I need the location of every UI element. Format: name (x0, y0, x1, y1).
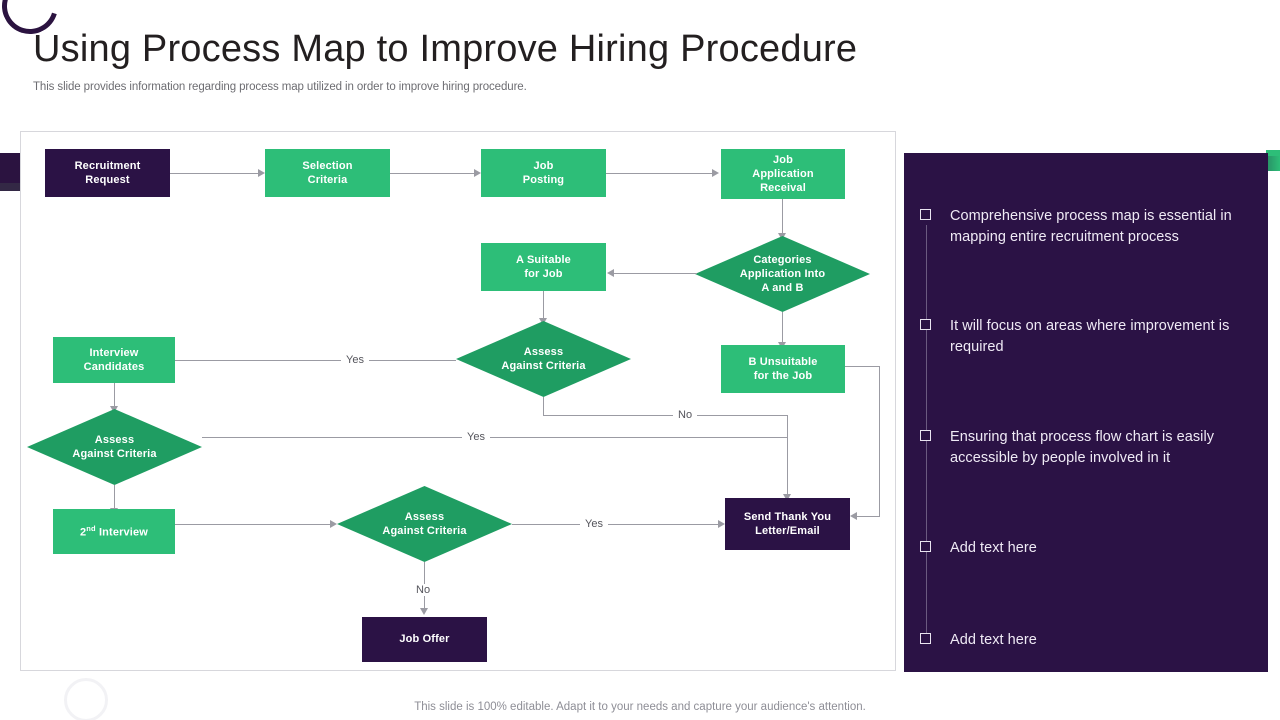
node-label-line: B Unsuitable (748, 355, 818, 368)
list-item-label: Add text here (950, 540, 1037, 556)
edge-categories-to-a-suitable (614, 273, 697, 274)
edge-second-interview-to-assess3 (175, 524, 330, 525)
node-label-line: Criteria (307, 174, 348, 186)
node-label-line: A Suitable (516, 253, 571, 266)
node-assess-against-criteria-2[interactable]: Assess Against Criteria (456, 321, 631, 397)
node-label-line: Interview (89, 346, 139, 359)
edge-b-unsuitable-down (879, 366, 880, 516)
edge-selection-to-posting (390, 173, 474, 174)
node-label-line: Job Offer (399, 633, 450, 646)
node-label-line: Receival (760, 182, 806, 195)
list-item[interactable]: Add text here (920, 538, 1250, 559)
node-label-line: Send Thank You (743, 510, 832, 523)
arrow-head (718, 520, 725, 528)
edge-assess2-no-stub (543, 397, 544, 415)
node-label-line: Letter/Email (755, 525, 820, 537)
node-label-line: for the Job (753, 370, 813, 382)
node-label-line: Posting (522, 174, 565, 186)
node-label-line: Application Into (739, 267, 826, 280)
checkbox-icon[interactable] (920, 209, 931, 220)
arrow-head (474, 169, 481, 177)
node-label-line: A and B (761, 282, 804, 295)
edge-recruitment-to-selection (170, 173, 258, 174)
node-assess-against-criteria-1[interactable]: Assess Against Criteria (27, 409, 202, 485)
arrow-head (330, 520, 337, 528)
node-recruitment-request[interactable]: Recruitment Request (45, 149, 170, 197)
node-label-line: Request (85, 174, 130, 186)
edge-assess1-to-second-interview (114, 485, 115, 510)
arrow-head (783, 494, 791, 501)
node-categories-application[interactable]: Categories Application Into A and B (695, 236, 870, 312)
node-interview-candidates[interactable]: Interview Candidates (53, 337, 175, 383)
list-item[interactable]: It will focus on areas where improvement… (920, 316, 1250, 357)
edge-assess2-no-down (787, 415, 788, 496)
key-insights-panel (904, 153, 1268, 672)
checkbox-icon[interactable] (920, 541, 931, 552)
page-subtitle: This slide provides information regardin… (33, 81, 527, 93)
arrow-head (607, 269, 614, 277)
edge-interview-to-assess1 (114, 383, 115, 408)
checkbox-icon[interactable] (920, 430, 931, 441)
list-item[interactable]: Ensuring that process flow chart is easi… (920, 427, 1250, 468)
node-label-line: Application (752, 167, 814, 180)
edge-categories-to-b-unsuitable (782, 312, 783, 344)
list-item-label: Add text here (950, 632, 1037, 648)
edge-b-unsuitable-right (845, 366, 880, 367)
arrow-head (258, 169, 265, 177)
node-label-line: Selection (302, 159, 353, 172)
node-label-line: for Job (524, 268, 563, 280)
node-label-line: Against Criteria (72, 448, 157, 460)
node-label-line: Against Criteria (382, 525, 467, 537)
node-label-line: Assess (94, 433, 135, 446)
edge-assess2-no-horizontal (543, 415, 788, 416)
edge-label-yes-assess3: Yes (580, 518, 608, 530)
edge-label-yes-assess1: Yes (462, 431, 490, 443)
edge-label-no-assess2: No (673, 409, 698, 421)
edge-assess1-yes-horizontal (202, 437, 788, 438)
node-selection-criteria[interactable]: Selection Criteria (265, 149, 390, 197)
node-b-unsuitable-for-job[interactable]: B Unsuitable for the Job (721, 345, 845, 393)
node-send-thank-you[interactable]: Send Thank You Letter/Email (725, 498, 850, 550)
node-job-application-receival[interactable]: Job Application Receival (721, 149, 845, 199)
process-map-panel: Recruitment Request Selection Criteria J… (20, 131, 896, 671)
arrow-head (420, 608, 428, 615)
sidebar-green-accent-tab (1266, 150, 1280, 156)
node-label-line: Job (533, 159, 554, 172)
list-item-label: Ensuring that process flow chart is easi… (950, 429, 1215, 466)
list-item[interactable]: Add text here (920, 630, 1250, 651)
node-label-line: Candidates (83, 361, 145, 373)
arrow-head (712, 169, 719, 177)
node-label-line: Assess (523, 345, 564, 358)
edge-a-suitable-to-assess (543, 291, 544, 320)
node-label-line: 2 (79, 526, 87, 539)
node-label-line: Job (772, 153, 793, 166)
list-item[interactable]: Comprehensive process map is essential i… (920, 206, 1250, 247)
checkbox-icon[interactable] (920, 633, 931, 644)
node-label-line: Interview (98, 526, 148, 539)
node-label-line: Recruitment (74, 159, 141, 172)
edge-label-yes-interview: Yes (341, 354, 369, 366)
footer-note: This slide is 100% editable. Adapt it to… (414, 701, 866, 713)
edge-posting-to-application (606, 173, 712, 174)
edge-label-no-assess3: No (411, 584, 436, 596)
edge-assess3-yes-to-thankyou (512, 524, 720, 525)
faint-ring-decoration (64, 678, 108, 720)
list-item-label: Comprehensive process map is essential i… (950, 208, 1232, 245)
node-label-line: Categories (753, 253, 812, 266)
node-job-offer[interactable]: Job Offer (362, 617, 487, 662)
node-label-superscript: nd (86, 523, 96, 533)
checkbox-icon[interactable] (920, 319, 931, 330)
node-job-posting[interactable]: Job Posting (481, 149, 606, 197)
node-second-interview[interactable]: 2nd Interview (53, 509, 175, 554)
page-title: Using Process Map to Improve Hiring Proc… (33, 28, 858, 70)
node-label-line: Assess (404, 510, 445, 523)
list-item-label: It will focus on areas where improvement… (950, 318, 1230, 355)
edge-assess2-yes-to-interview (175, 360, 456, 361)
arrow-head (850, 512, 857, 520)
node-label-line: Against Criteria (501, 360, 586, 372)
edge-b-unsuitable-into-thankyou (857, 516, 880, 517)
node-assess-against-criteria-3[interactable]: Assess Against Criteria (337, 486, 512, 562)
node-a-suitable-for-job[interactable]: A Suitable for Job (481, 243, 606, 291)
edge-application-to-categories (782, 199, 783, 235)
